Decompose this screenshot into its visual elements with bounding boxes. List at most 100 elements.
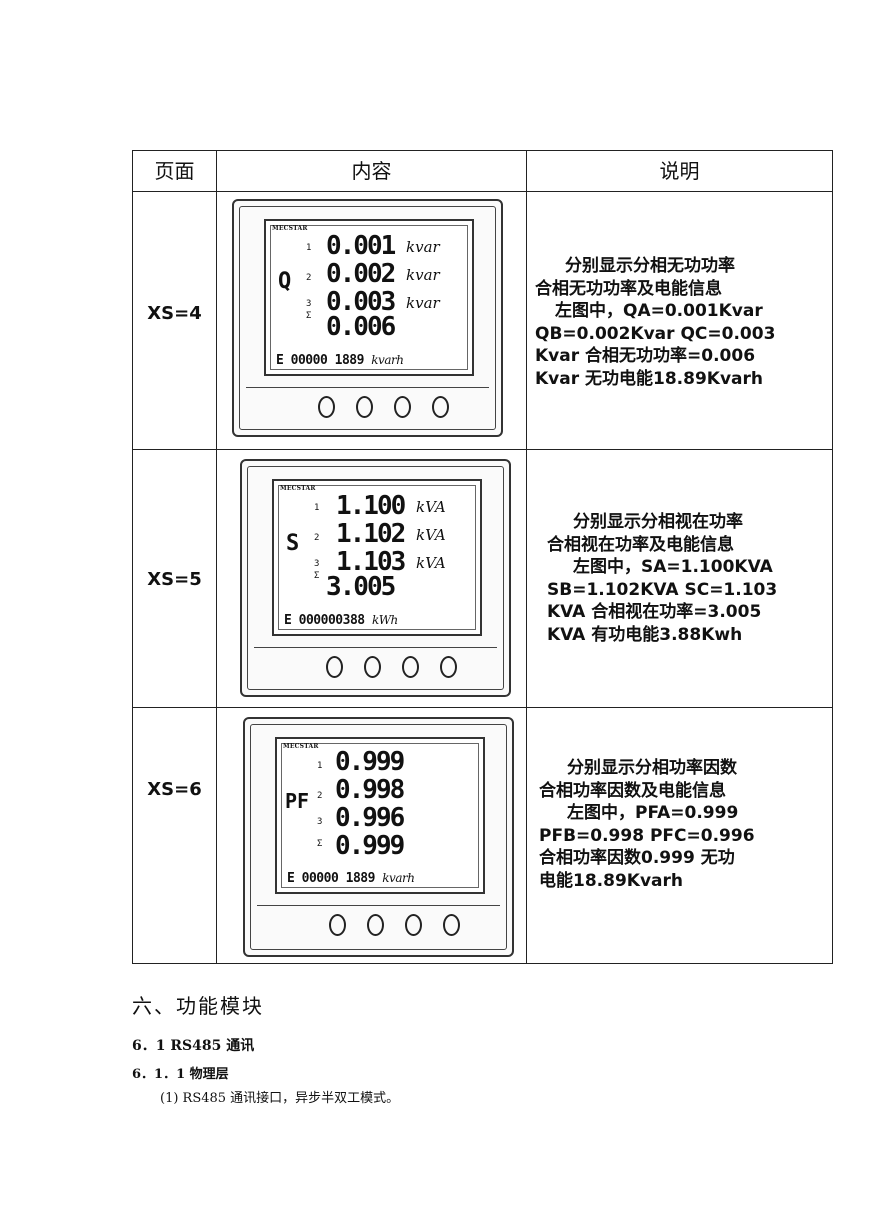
desc-line: PFB=0.998 PFC=0.996: [539, 825, 755, 846]
brand-logo: MECSTAR: [280, 485, 316, 492]
lcd-display: MECSTAR S 1 2 3 Σ 1.100 1.102 1.103 3.00…: [272, 479, 482, 636]
unit-label: kVA: [416, 554, 446, 572]
phase-value: 1.102: [336, 519, 406, 549]
unit-label: kVA: [416, 526, 446, 544]
row-description: 分别显示分相无功功率 合相无功功率及电能信息 左图中，QA=0.001Kvar …: [529, 255, 832, 390]
table-row: XS=6 MECSTAR PF 1 2 3 Σ 0.999 0.998 0.99…: [133, 707, 832, 965]
phase-label: 3: [314, 559, 320, 569]
subsubsection-heading: 6．1．1 物理层: [132, 1067, 229, 1082]
phase-label: 2: [306, 273, 312, 283]
desc-line: 分别显示分相无功功率: [565, 256, 735, 276]
desc-line: 合相无功功率及电能信息: [535, 278, 722, 299]
phase-label: 1: [314, 503, 320, 513]
desc-line: 左图中，QA=0.001Kvar: [555, 301, 763, 321]
desc-line: 分别显示分相视在功率: [573, 512, 743, 532]
total-value: 3.005: [326, 572, 396, 602]
table-header: 页面 内容 说明: [133, 151, 832, 192]
unit-label: kvar: [406, 266, 440, 284]
phase-value: 0.001: [326, 231, 396, 261]
header-description: 说明: [659, 159, 700, 183]
meter-button: [443, 914, 460, 936]
energy-prefix: E: [276, 353, 284, 368]
phase-label: 1: [306, 243, 312, 253]
total-value: 0.999: [335, 831, 405, 861]
meter-button: [364, 656, 381, 678]
phase-value: 0.998: [335, 775, 405, 805]
energy-value: 00000 1889: [301, 871, 376, 886]
energy-prefix: E: [287, 871, 295, 886]
column-divider: [216, 151, 217, 963]
desc-line: 左图中，SA=1.100KVA: [573, 557, 773, 577]
energy-unit: kvarh: [382, 871, 415, 885]
display-pages-table: 页面 内容 说明 XS=4 MECSTAR Q 1 2 3 Σ 0.001 0.…: [132, 150, 833, 964]
meter-button: [329, 914, 346, 936]
phase-label: 3: [317, 817, 323, 827]
desc-line: KVA 合相视在功率=3.005: [547, 602, 762, 622]
desc-line: SB=1.102KVA SC=1.103: [547, 579, 778, 600]
brand-logo: MECSTAR: [272, 225, 308, 232]
energy-prefix: E: [284, 613, 292, 628]
phase-value: 0.003: [326, 287, 396, 317]
energy-readout: E 00000 1889 kvarh: [276, 353, 404, 368]
brand-logo: MECSTAR: [283, 743, 319, 750]
row-xs-label: XS=5: [147, 569, 202, 590]
header-page: 页面: [154, 159, 195, 183]
desc-line: Kvar 无功电能18.89Kvarh: [535, 368, 764, 389]
energy-value: 000000388: [298, 613, 365, 628]
phase-label: 1: [317, 761, 323, 771]
phase-value: 1.100: [336, 491, 406, 521]
meter-button: [318, 396, 335, 418]
phase-label: 2: [314, 533, 320, 543]
energy-unit: kvarh: [371, 353, 404, 367]
unit-label: kvar: [406, 294, 440, 312]
table-row: XS=5 MECSTAR S 1 2 3 Σ 1.100 1.102 1.103…: [133, 449, 832, 708]
quantity-symbol: PF: [285, 789, 310, 813]
button-bar: [254, 647, 497, 684]
row-description: 分别显示分相功率因数 合相功率因数及电能信息 左图中，PFA=0.999 PFB…: [529, 757, 832, 892]
row-xs-label: XS=4: [147, 303, 202, 324]
desc-line: 合相视在功率及电能信息: [547, 534, 734, 555]
section-title: 六、功能模块: [132, 994, 264, 1018]
row-description: 分别显示分相视在功率 合相视在功率及电能信息 左图中，SA=1.100KVA S…: [529, 511, 832, 646]
subsection-heading: 6．1 RS485 通讯: [132, 1038, 255, 1054]
desc-line: 合相功率因数及电能信息: [539, 780, 726, 801]
desc-line: Kvar 合相无功功率=0.006: [535, 346, 756, 366]
quantity-symbol: Q: [278, 269, 292, 294]
unit-label: kvar: [406, 238, 440, 256]
desc-line: 电能18.89Kvarh: [539, 870, 683, 891]
meter-button: [432, 396, 449, 418]
desc-line: 分别显示分相功率因数: [567, 758, 737, 778]
body-paragraph: (1) RS485 通讯接口，异步半双工模式。: [160, 1091, 400, 1106]
meter-button: [394, 396, 411, 418]
meter-button: [440, 656, 457, 678]
phase-label: Σ: [317, 839, 323, 849]
desc-line: 左图中，PFA=0.999: [567, 803, 739, 823]
phase-value: 0.996: [335, 803, 405, 833]
row-xs-label: XS=6: [147, 779, 202, 800]
meter-button: [402, 656, 419, 678]
meter-button: [356, 396, 373, 418]
phase-label: Σ: [314, 571, 320, 581]
meter-panel: MECSTAR Q 1 2 3 Σ 0.001 0.002 0.003 0.00…: [232, 199, 503, 437]
total-value: 0.006: [326, 312, 396, 342]
quantity-symbol: S: [286, 531, 300, 556]
phase-value: 1.103: [336, 547, 406, 577]
desc-line: QB=0.002Kvar QC=0.003: [535, 323, 776, 344]
phase-label: 2: [317, 791, 323, 801]
button-bar: [257, 905, 500, 942]
energy-unit: kWh: [371, 613, 398, 627]
energy-readout: E 000000388 kWh: [284, 613, 398, 628]
table-row: XS=4 MECSTAR Q 1 2 3 Σ 0.001 0.002 0.003…: [133, 191, 832, 450]
button-bar: [246, 387, 489, 424]
energy-readout: E 00000 1889 kvarh: [287, 871, 415, 886]
meter-panel: MECSTAR PF 1 2 3 Σ 0.999 0.998 0.996 0.9…: [243, 717, 514, 957]
phase-label: 3: [306, 299, 312, 309]
lcd-display: MECSTAR Q 1 2 3 Σ 0.001 0.002 0.003 0.00…: [264, 219, 474, 376]
phase-label: Σ: [306, 311, 312, 321]
header-content: 内容: [351, 159, 392, 183]
energy-value: 00000 1889: [290, 353, 365, 368]
unit-label: kVA: [416, 498, 446, 516]
meter-panel: MECSTAR S 1 2 3 Σ 1.100 1.102 1.103 3.00…: [240, 459, 511, 697]
phase-value: 0.999: [335, 747, 405, 777]
lcd-display: MECSTAR PF 1 2 3 Σ 0.999 0.998 0.996 0.9…: [275, 737, 485, 894]
